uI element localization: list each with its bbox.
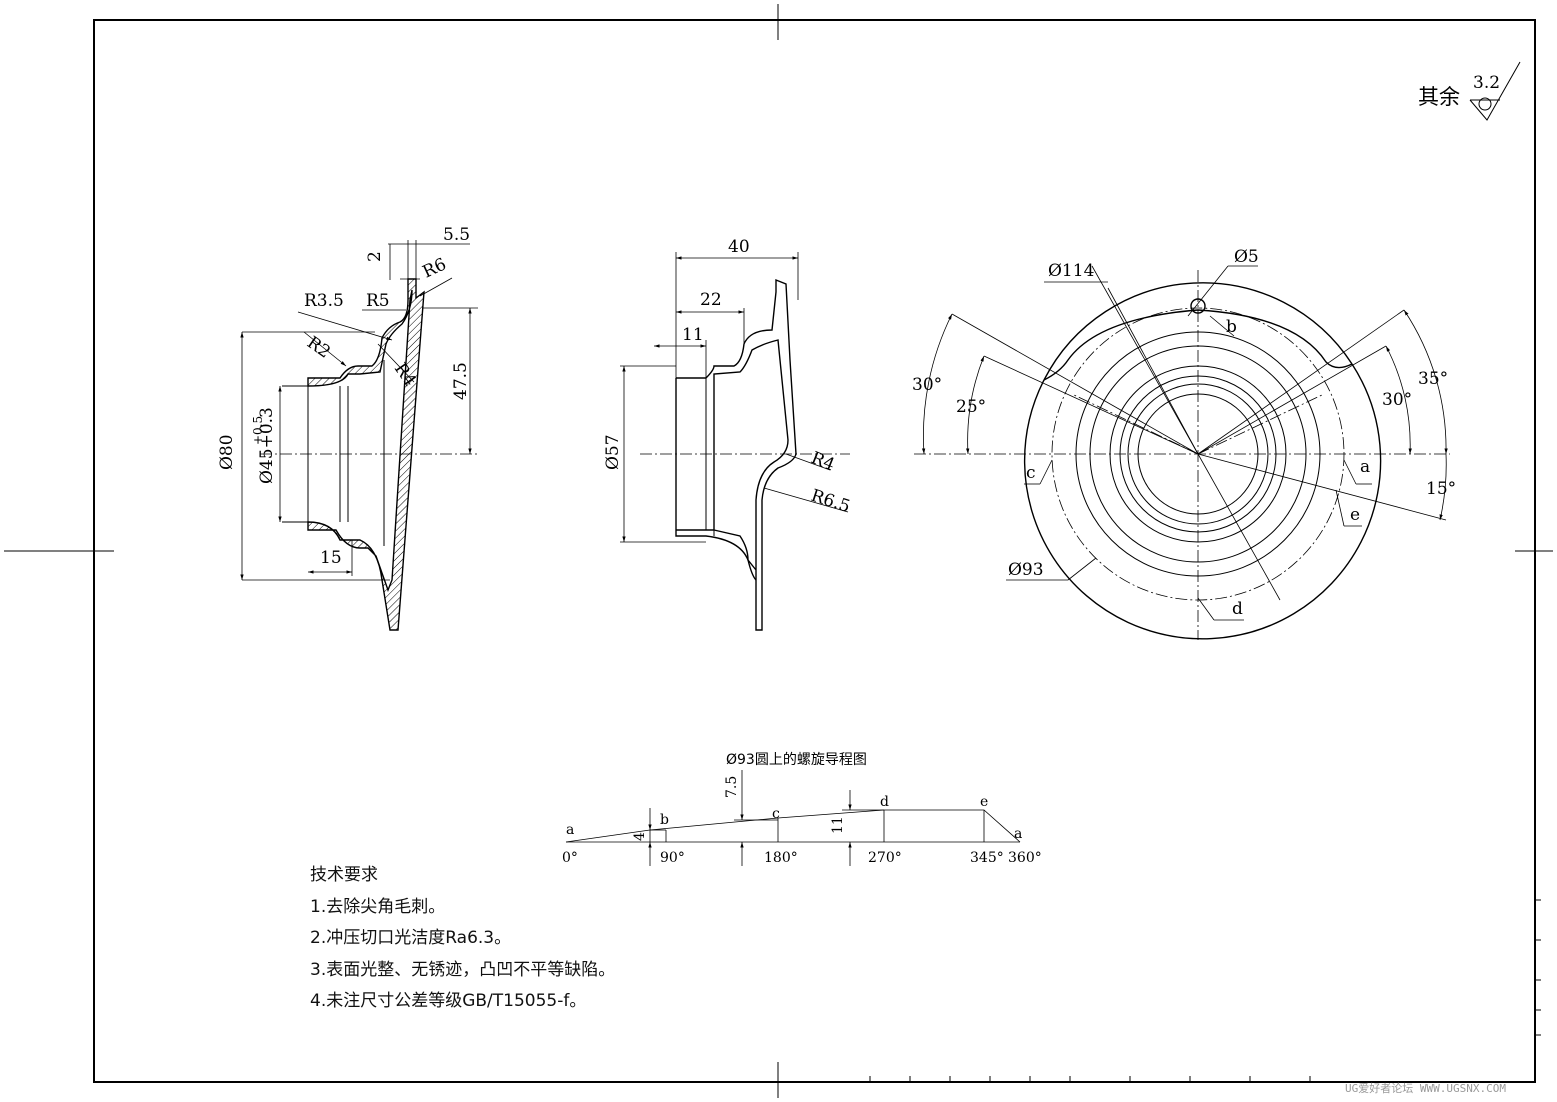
dim-dia45: Ø45+0.3	[257, 407, 277, 484]
dim-2: 2	[365, 251, 385, 262]
dim-angle-35: 35°	[1418, 369, 1448, 389]
section-view-left: Ø80 Ø45+0.3 +0.5 15 47.5 5.5 2 R6 R3.5 R…	[217, 225, 480, 631]
dim-dia45-upper-tol: +0.5	[251, 416, 265, 445]
lead-dim-11: 11	[830, 816, 846, 834]
sheet-border	[4, 4, 1553, 1098]
plan-view-right: Ø114 Ø5 b 30° 25° 35° 30° c a 15° e Ø93 …	[912, 247, 1456, 640]
label-e: e	[1350, 505, 1360, 525]
dim-dia93: Ø93	[1008, 560, 1044, 580]
lead-point-c: c	[772, 806, 780, 822]
dim-r2: R2	[303, 333, 334, 363]
section-view-middle: Ø57 40 22 11 R4 R6.5	[603, 237, 853, 631]
lead-point-a-start: a	[566, 822, 574, 838]
lead-angle-345: 345°	[970, 850, 1004, 866]
dim-11: 11	[682, 325, 704, 345]
lead-angle-180: 180°	[764, 850, 798, 866]
label-a: a	[1360, 457, 1370, 477]
notes-item-3: 3.表面光整、无锈迹，凸凹不平等缺陷。	[310, 959, 616, 980]
dim-r6: R6	[420, 254, 450, 282]
notes-item-2: 2.冲压切口光洁度Ra6.3。	[310, 928, 512, 948]
notes-title: 技术要求	[310, 865, 378, 885]
lead-chart: Ø93圆上的螺旋导程图 7.5 4 11 a b c d e a 0° 90° …	[562, 752, 1042, 866]
dim-dia57: Ø57	[603, 434, 623, 470]
lead-dim-7-5: 7.5	[724, 776, 740, 798]
dim-angle-15: 15°	[1426, 479, 1456, 499]
lead-dim-4: 4	[632, 832, 648, 841]
dim-angle-30-left: 30°	[912, 375, 942, 395]
lead-angle-270: 270°	[868, 850, 902, 866]
dim-15: 15	[320, 548, 342, 568]
dim-dia114: Ø114	[1048, 261, 1094, 281]
dim-dia5: Ø5	[1234, 247, 1259, 267]
dim-r6-5: R6.5	[808, 486, 852, 517]
dim-40: 40	[728, 237, 750, 257]
roughness-symbol: 其余 3.2	[1418, 61, 1521, 121]
dim-dia80: Ø80	[217, 434, 237, 470]
lead-point-d: d	[880, 794, 889, 810]
lead-angle-90: 90°	[660, 850, 685, 866]
label-b: b	[1226, 317, 1237, 337]
lead-angle-0: 0°	[562, 850, 578, 866]
roughness-value: 3.2	[1473, 73, 1500, 93]
lead-chart-title: Ø93圆上的螺旋导程图	[726, 752, 867, 768]
technical-requirements: 技术要求 1.去除尖角毛刺。 2.冲压切口光洁度Ra6.3。 3.表面光整、无锈…	[310, 860, 615, 1018]
watermark: UG爱好者论坛 WWW.UGSNX.COM	[1345, 1082, 1506, 1095]
dim-r3-5: R3.5	[304, 291, 344, 311]
lead-point-e: e	[980, 794, 988, 810]
dim-r5: R5	[366, 291, 390, 311]
dim-5-5: 5.5	[443, 225, 470, 245]
dim-22: 22	[700, 290, 722, 310]
notes-item-1: 1.去除尖角毛刺。	[310, 896, 446, 917]
dim-47-5: 47.5	[451, 362, 471, 400]
roughness-label: 其余	[1418, 85, 1460, 109]
label-d: d	[1232, 599, 1243, 619]
dim-r4-mid: R4	[808, 448, 837, 475]
notes-item-4: 4.未注尺寸公差等级GB/T15055-f。	[310, 991, 587, 1011]
dim-angle-25: 25°	[956, 397, 986, 417]
lead-point-b: b	[660, 812, 669, 828]
lead-point-a-end: a	[1014, 826, 1022, 842]
dim-angle-30-right: 30°	[1382, 390, 1412, 410]
label-c: c	[1026, 463, 1036, 483]
lead-angle-360: 360°	[1008, 850, 1042, 866]
